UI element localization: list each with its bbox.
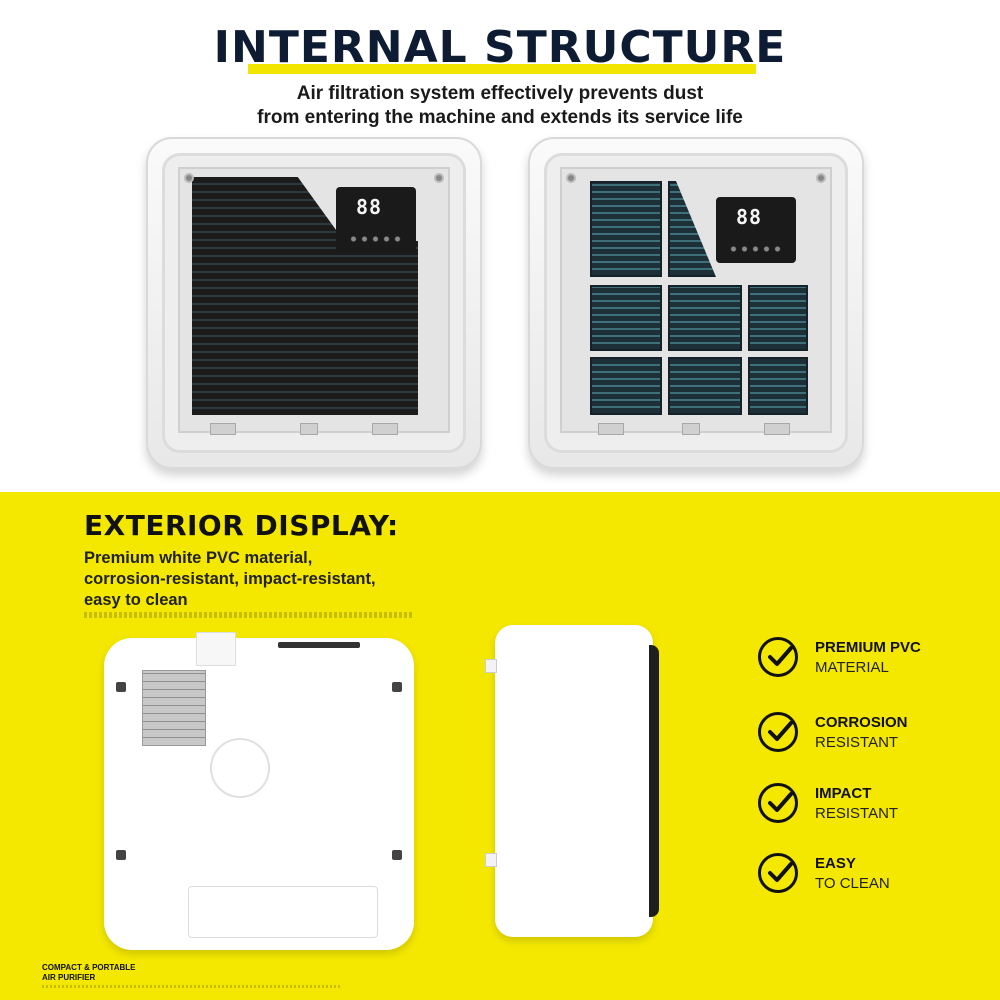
exterior-desc-line: easy to clean bbox=[84, 591, 188, 609]
filter-cell bbox=[590, 181, 662, 277]
page-title: INTERNAL STRUCTURE bbox=[0, 22, 1000, 73]
exterior-desc-line: corrosion-resistant, impact-resistant, bbox=[84, 570, 376, 588]
mount-hook bbox=[116, 850, 126, 860]
display-digits: 88 bbox=[356, 195, 383, 219]
filter-clip bbox=[300, 423, 318, 435]
filter-clip bbox=[764, 423, 790, 435]
display-digits: 88 bbox=[736, 205, 763, 229]
filter-cell bbox=[748, 357, 808, 415]
top-tab bbox=[196, 632, 236, 666]
device-side-view bbox=[485, 625, 659, 937]
tagline-line-2: AIR PURIFIER bbox=[42, 973, 96, 982]
top-air-slot bbox=[278, 642, 360, 648]
device-interior: 88 bbox=[560, 167, 832, 435]
mount-hook bbox=[392, 682, 402, 692]
feature-subtitle: TO CLEAN bbox=[815, 875, 890, 892]
screw-icon bbox=[184, 173, 194, 183]
exterior-title: EXTERIOR DISPLAY: bbox=[84, 509, 399, 542]
mount-hook bbox=[392, 850, 402, 860]
side-knob bbox=[485, 659, 497, 673]
check-circle-icon bbox=[758, 712, 798, 752]
device-front-dark-filter: 88 bbox=[146, 137, 482, 469]
rear-circle bbox=[210, 738, 270, 798]
filter-clip bbox=[372, 423, 398, 435]
check-circle-icon bbox=[758, 853, 798, 893]
exterior-desc-line: Premium white PVC material, bbox=[84, 549, 313, 567]
control-buttons bbox=[728, 245, 784, 253]
tagline-line-1: COMPACT & PORTABLE bbox=[42, 963, 136, 972]
filter-cell bbox=[590, 285, 662, 351]
mount-hook bbox=[116, 682, 126, 692]
feature-title: CORROSION bbox=[815, 714, 908, 731]
screw-icon bbox=[816, 173, 826, 183]
fineprint-decoration bbox=[84, 612, 414, 618]
feature-item: CORROSION RESISTANT bbox=[758, 712, 988, 756]
filter-cell bbox=[668, 357, 742, 415]
device-interior: 88 bbox=[178, 167, 450, 435]
subtitle-line-1: Air filtration system effectively preven… bbox=[296, 83, 704, 104]
feature-subtitle: RESISTANT bbox=[815, 734, 899, 751]
side-dark-edge bbox=[649, 645, 659, 917]
control-display: 88 bbox=[336, 187, 416, 253]
filter-cell bbox=[748, 285, 808, 351]
filter-cell bbox=[590, 357, 662, 415]
device-back-view bbox=[104, 632, 414, 950]
product-tagline: COMPACT & PORTABLE AIR PURIFIER bbox=[42, 963, 135, 983]
feature-item: EASY TO CLEAN bbox=[758, 853, 988, 897]
device-front-blue-filter: 88 bbox=[528, 137, 864, 469]
screw-icon bbox=[434, 173, 444, 183]
feature-item: PREMIUM PVC MATERIAL bbox=[758, 637, 988, 681]
screw-icon bbox=[566, 173, 576, 183]
filter-clip bbox=[682, 423, 700, 435]
feature-title: PREMIUM PVC bbox=[815, 639, 921, 656]
feature-title: EASY bbox=[815, 855, 856, 872]
page-subtitle: Air filtration system effectively preven… bbox=[0, 82, 1000, 130]
filter-clip bbox=[210, 423, 236, 435]
check-circle-icon bbox=[758, 637, 798, 677]
fineprint-decoration bbox=[42, 985, 342, 988]
control-display: 88 bbox=[716, 197, 796, 263]
check-circle-icon bbox=[758, 783, 798, 823]
exterior-description: Premium white PVC material, corrosion-re… bbox=[84, 548, 414, 611]
title-underline bbox=[248, 64, 756, 74]
spec-label-sticker bbox=[142, 670, 206, 746]
feature-item: IMPACT RESISTANT bbox=[758, 783, 988, 827]
side-knob bbox=[485, 853, 497, 867]
filter-cell bbox=[668, 285, 742, 351]
feature-subtitle: MATERIAL bbox=[815, 659, 889, 676]
control-buttons bbox=[348, 235, 404, 243]
feature-subtitle: RESISTANT bbox=[815, 805, 899, 822]
feature-title: IMPACT bbox=[815, 785, 872, 802]
filter-clip bbox=[598, 423, 624, 435]
rear-bottom-panel bbox=[188, 886, 378, 938]
subtitle-line-2: from entering the machine and extends it… bbox=[257, 107, 743, 128]
page-title-text: INTERNAL STRUCTURE bbox=[213, 22, 787, 73]
